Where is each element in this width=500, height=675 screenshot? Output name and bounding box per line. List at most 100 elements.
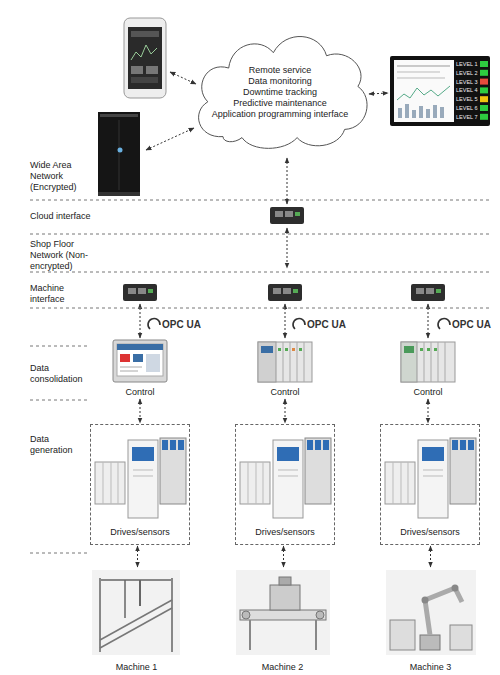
drive-vent xyxy=(423,476,443,477)
drive-vent xyxy=(278,470,298,471)
data-link-arrows xyxy=(140,72,428,338)
drive-set xyxy=(95,438,186,518)
status-led xyxy=(278,348,281,351)
gateway-port xyxy=(273,288,281,294)
drive-set xyxy=(385,438,476,518)
separator-line xyxy=(30,308,490,309)
data-link-arrow xyxy=(140,399,141,423)
node-text: Control xyxy=(125,387,154,398)
level-indicator xyxy=(480,70,488,76)
processing-unit xyxy=(270,585,300,610)
status-led xyxy=(420,348,423,351)
separator-line xyxy=(30,234,490,235)
logo-swoosh xyxy=(148,319,160,329)
module-seam xyxy=(283,342,284,382)
gateway-led xyxy=(148,289,153,293)
servo-drive xyxy=(160,438,186,504)
drive-cover xyxy=(452,440,458,450)
conveyor-roller xyxy=(242,611,250,619)
level-label: LEVEL 5 xyxy=(456,96,480,102)
monitor-frame xyxy=(390,56,490,126)
robot-arm xyxy=(425,588,462,635)
workpiece-box xyxy=(450,625,472,650)
conveyor-leg xyxy=(249,620,251,650)
power-light xyxy=(118,148,123,153)
dashboard-line xyxy=(397,78,445,79)
protocol-logo: OPC UA xyxy=(452,319,498,331)
section-label: Machine interface xyxy=(30,283,90,305)
link-arrow xyxy=(428,304,429,338)
machine-photo xyxy=(92,570,180,655)
panel-body xyxy=(113,340,167,382)
plc-controller xyxy=(401,342,455,382)
screen-tile xyxy=(131,66,143,74)
server-body xyxy=(98,112,140,196)
machine-box: Machine 2 xyxy=(233,568,332,674)
screen-tile xyxy=(131,77,158,83)
drives-group: Drives/sensors xyxy=(235,424,335,545)
cylinder xyxy=(279,577,291,585)
level-indicator xyxy=(480,87,488,93)
server-bezel xyxy=(100,114,138,117)
protocol-logo: OPC UA xyxy=(307,319,357,331)
level-indicator xyxy=(480,79,488,85)
dashboard-bar xyxy=(440,107,444,118)
robot-joint xyxy=(452,585,459,592)
status-led xyxy=(292,348,295,351)
robot-joint xyxy=(422,597,429,604)
level-label: LEVEL 4 xyxy=(456,87,480,93)
plc-body xyxy=(401,342,455,382)
node-text: Machine 1 xyxy=(116,662,158,673)
level-label: LEVEL 7 xyxy=(456,114,480,120)
module-seam xyxy=(297,342,298,382)
level-label: LEVEL 6 xyxy=(456,105,480,111)
node-text: Machine 2 xyxy=(262,662,304,673)
conveyor-belt xyxy=(240,610,326,620)
plc-cpu xyxy=(401,342,417,382)
machine-gateway xyxy=(123,284,157,301)
screen-line xyxy=(120,367,142,368)
data-link-arrow xyxy=(285,399,286,423)
gateway-body xyxy=(270,207,304,224)
node-text: Remote service xyxy=(249,65,312,76)
gateway-body xyxy=(123,284,157,301)
drive-display xyxy=(422,447,444,461)
frame-post xyxy=(99,578,101,652)
module-seam xyxy=(424,342,425,382)
gateway-led xyxy=(293,289,298,293)
data-link-arrow xyxy=(137,546,138,567)
status-led xyxy=(434,348,437,351)
cloud-shape xyxy=(199,37,367,149)
inverter-drive xyxy=(273,440,303,518)
link-arrow xyxy=(287,158,288,204)
screen-header xyxy=(117,344,163,350)
screen-tile xyxy=(120,354,130,362)
separator-line xyxy=(30,553,88,554)
server-seam xyxy=(119,120,120,190)
module-seam xyxy=(431,342,432,382)
io-module xyxy=(95,462,125,504)
drive-set xyxy=(240,438,331,518)
machine-illustration xyxy=(92,570,180,655)
machine-illustration xyxy=(386,570,476,655)
workpiece-box xyxy=(390,620,415,650)
hmi-panel xyxy=(113,340,167,382)
drive-vent xyxy=(133,476,153,477)
logo-swoosh xyxy=(293,319,305,329)
drive-vent xyxy=(133,470,153,471)
node-text: Drives/sensors xyxy=(110,527,170,538)
plc-body xyxy=(258,342,312,382)
separator-line xyxy=(30,272,490,273)
section-label: Cloud interface xyxy=(30,211,120,222)
drive-display xyxy=(277,447,299,461)
screen-tile xyxy=(133,354,143,362)
screen-header xyxy=(131,31,159,37)
node-text: Drives/sensors xyxy=(255,527,315,538)
status-led xyxy=(285,348,288,351)
drive-cover xyxy=(468,440,474,450)
frame-post xyxy=(171,578,173,652)
separator-line xyxy=(30,200,490,201)
drive-cover xyxy=(170,440,176,450)
module-seam xyxy=(111,462,112,504)
module-seam xyxy=(438,342,439,382)
